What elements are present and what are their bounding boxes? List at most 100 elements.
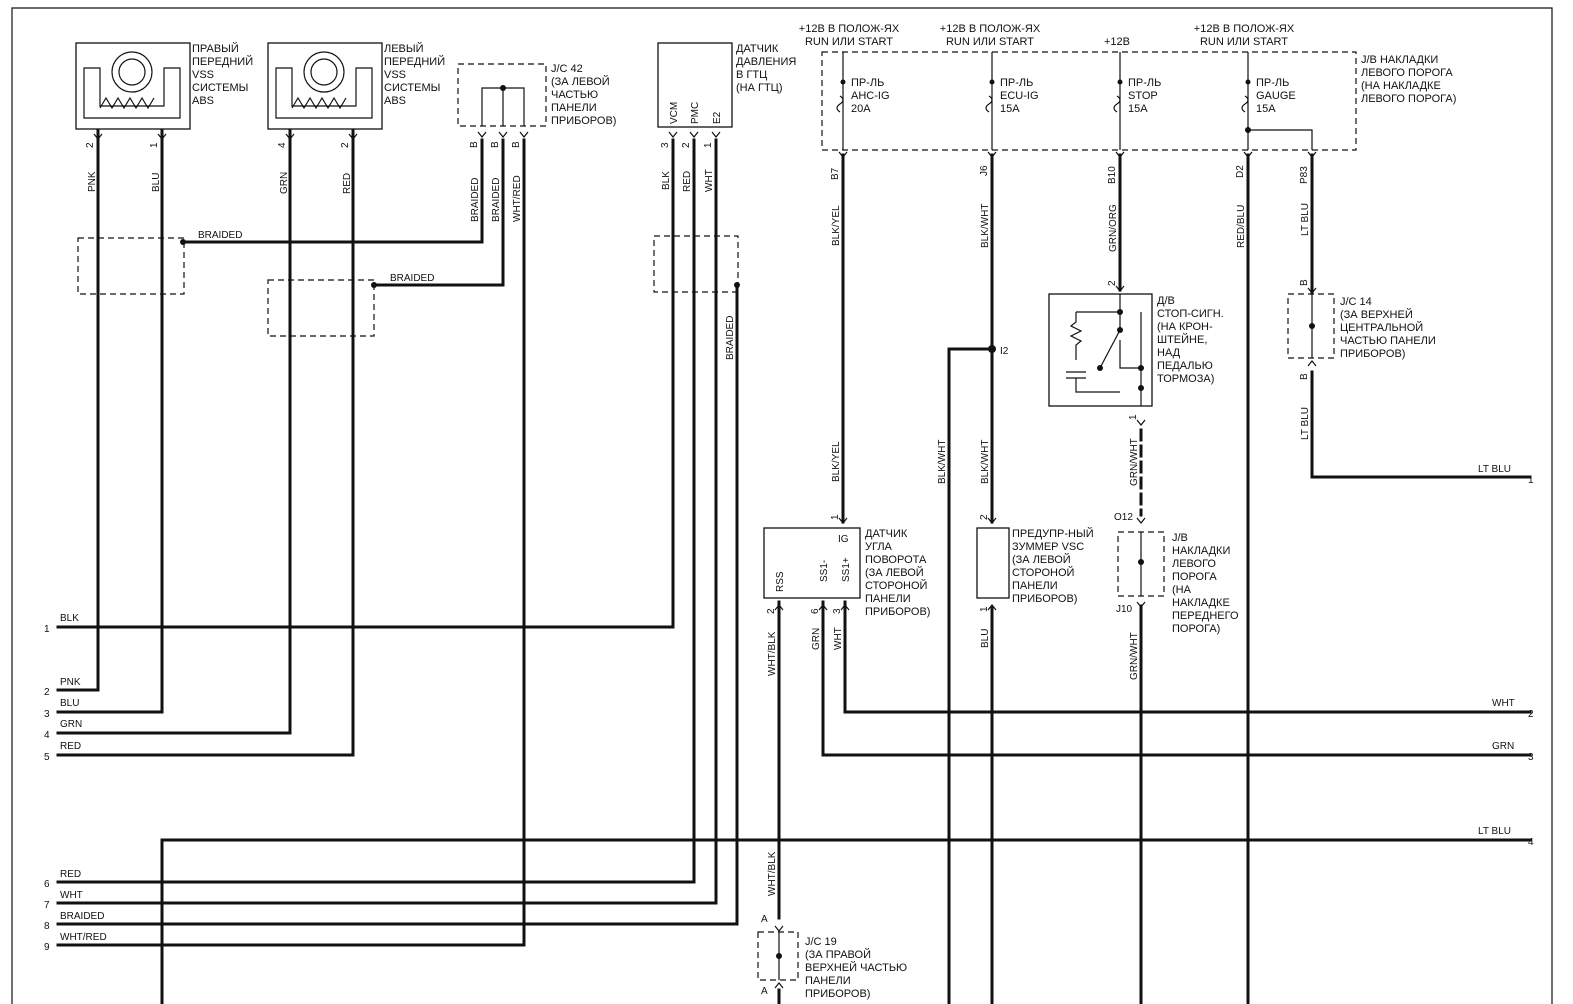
svg-text:BRAIDED: BRAIDED [491, 178, 502, 222]
pressure-sensor-box [657, 42, 733, 128]
splice-i2 [988, 345, 996, 353]
svg-text:RSS: RSS [775, 571, 786, 592]
svg-text:GRN: GRN [811, 628, 822, 650]
svg-text:BRAIDED: BRAIDED [725, 316, 736, 360]
svg-text:B: B [1299, 279, 1310, 286]
svg-text:A: A [761, 914, 768, 925]
stop-switch-box [1048, 293, 1153, 407]
svg-text:GRN: GRN [60, 719, 82, 730]
svg-text:PMC: PMC [690, 102, 701, 124]
jc42-box [457, 63, 547, 127]
page-frame [11, 7, 1553, 1004]
svg-text:BLK: BLK [661, 171, 672, 190]
svg-text:SS1+: SS1+ [841, 557, 852, 582]
svg-text:3: 3 [660, 142, 671, 148]
svg-text:B: B [469, 141, 480, 148]
wires [56, 128, 1532, 1004]
svg-text:7: 7 [44, 900, 50, 911]
svg-text:E2: E2 [712, 111, 723, 124]
svg-text:1: 1 [44, 624, 50, 635]
svg-text:2: 2 [1528, 709, 1534, 720]
svg-text:1: 1 [149, 142, 160, 148]
svg-text:B10: B10 [1107, 166, 1118, 184]
svg-text:WHT/BLK: WHT/BLK [767, 851, 778, 896]
svg-text:2: 2 [1107, 280, 1118, 286]
jb-front-sill-box [1117, 531, 1165, 597]
vss-front-right [75, 42, 191, 130]
wire-labels-horizontal: BRAIDED BRAIDED LT BLU WHT GRN LT BLU [198, 230, 1515, 837]
svg-text:GRN/ORG: GRN/ORG [1108, 204, 1119, 252]
svg-text:IG: IG [838, 534, 849, 545]
svg-text:4: 4 [44, 730, 50, 741]
svg-text:LT BLU: LT BLU [1478, 826, 1511, 837]
svg-text:9: 9 [44, 942, 50, 953]
svg-text:2: 2 [979, 514, 990, 520]
jc14-box [1287, 293, 1335, 359]
svg-text:RED: RED [60, 741, 81, 752]
vss-front-left [267, 42, 383, 130]
svg-text:RED: RED [60, 869, 81, 880]
svg-text:WHT/RED: WHT/RED [60, 932, 107, 943]
svg-text:1: 1 [703, 142, 714, 148]
svg-text:BLK/YEL: BLK/YEL [831, 205, 842, 246]
svg-text:WHT: WHT [833, 627, 844, 650]
shields [77, 235, 740, 337]
svg-text:3: 3 [1528, 752, 1534, 763]
svg-text:BLU: BLU [980, 629, 991, 648]
svg-text:B: B [1299, 373, 1310, 380]
svg-text:2: 2 [340, 142, 351, 148]
svg-text:WHT: WHT [60, 890, 83, 901]
svg-text:1: 1 [979, 606, 990, 612]
svg-text:BRAIDED: BRAIDED [470, 178, 481, 222]
right-connector: 1 2 3 4 [1528, 475, 1534, 848]
pin-numbers: 2 1 4 2 B B B 3 2 1 B7 J6 B10 D2 P83 2 1… [85, 141, 1310, 997]
svg-text:2: 2 [766, 608, 777, 614]
svg-text:GRN: GRN [279, 172, 290, 194]
svg-text:GRN/WHT: GRN/WHT [1129, 632, 1140, 680]
svg-text:WHT/BLK: WHT/BLK [767, 631, 778, 676]
svg-text:GRN/WHT: GRN/WHT [1129, 438, 1140, 486]
svg-text:6: 6 [44, 879, 50, 890]
svg-text:1: 1 [830, 514, 841, 520]
svg-text:J10: J10 [1116, 604, 1133, 615]
svg-text:4: 4 [1528, 837, 1534, 848]
svg-text:B: B [490, 141, 501, 148]
svg-text:I2: I2 [1000, 346, 1009, 357]
svg-text:SS1-: SS1- [819, 560, 830, 582]
svg-text:RED: RED [682, 171, 693, 192]
jc19-box [757, 931, 799, 981]
svg-text:2: 2 [681, 142, 692, 148]
wire-labels-vertical: PNK BLU GRN RED BRAIDED BRAIDED WHT/RED … [87, 169, 1311, 896]
svg-text:BRAIDED: BRAIDED [60, 911, 104, 922]
svg-text:BLU: BLU [151, 173, 162, 192]
svg-text:5: 5 [44, 752, 50, 763]
svg-text:WHT: WHT [1492, 698, 1515, 709]
svg-text:BLK/WHT: BLK/WHT [980, 204, 991, 248]
svg-text:PNK: PNK [87, 171, 98, 192]
svg-text:RED: RED [342, 173, 353, 194]
svg-text:BLK/WHT: BLK/WHT [980, 440, 991, 484]
svg-text:LT BLU: LT BLU [1300, 407, 1311, 440]
svg-text:WHT: WHT [704, 169, 715, 192]
svg-text:VCM: VCM [669, 102, 680, 124]
svg-text:1: 1 [1528, 475, 1534, 486]
svg-text:1: 1 [1128, 414, 1139, 420]
svg-text:BLK: BLK [60, 613, 79, 624]
